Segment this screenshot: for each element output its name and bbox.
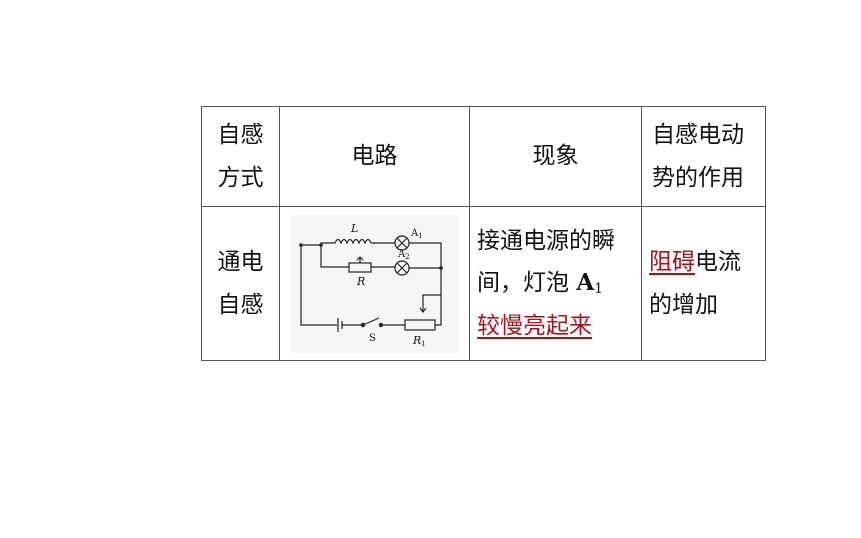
header-phenomenon: 现象 bbox=[469, 106, 642, 207]
label-lamp1-sub: 1 bbox=[418, 232, 422, 240]
label-lamp2-sub: 2 bbox=[405, 253, 409, 261]
role-line2: 的增加 bbox=[649, 291, 718, 318]
phenomenon-lamp-sub: 1 bbox=[594, 281, 604, 298]
label-lamp2: A2 bbox=[397, 249, 410, 261]
role-highlight: 阻碍 bbox=[649, 248, 695, 275]
label-switch: S bbox=[369, 333, 376, 344]
label-rheostat: R1 bbox=[412, 334, 426, 348]
header-method-line2: 方式 bbox=[217, 164, 264, 191]
header-circuit: 电路 bbox=[279, 106, 470, 207]
phenomenon-line2: 间，灯泡 A1 bbox=[470, 262, 641, 305]
label-inductor: L bbox=[350, 222, 358, 235]
row-phenomenon: 接通电源的瞬 间，灯泡 A1 较慢亮起来 bbox=[469, 206, 642, 361]
phenomenon-line1: 接通电源的瞬 bbox=[477, 227, 615, 254]
data-row: 通电 自感 bbox=[201, 206, 766, 361]
header-phenomenon-text: 现象 bbox=[532, 143, 579, 170]
role-line1-rest: 电流 bbox=[695, 248, 741, 275]
header-method: 自感 方式 bbox=[201, 106, 280, 207]
header-role: 自感电动 势的作用 bbox=[641, 106, 766, 207]
self-induction-table: 自感 方式 电路 现象 自感电动 势的作用 通电 自感 bbox=[201, 106, 766, 361]
header-row: 自感 方式 电路 现象 自感电动 势的作用 bbox=[201, 106, 766, 207]
row-method-line2: 自感 bbox=[217, 291, 264, 318]
role-line1: 阻碍电流 bbox=[642, 241, 765, 284]
phenomenon-line2-prefix: 间，灯泡 bbox=[477, 270, 577, 297]
row-circuit: L A1 A2 R S R1 bbox=[279, 206, 470, 361]
row-method: 通电 自感 bbox=[201, 206, 280, 361]
phenomenon-line3: 较慢亮起来 bbox=[470, 305, 641, 348]
header-role-line1: 自感电动 bbox=[652, 121, 744, 148]
label-lamp1-main: A bbox=[410, 228, 419, 239]
label-rheostat-main: R bbox=[412, 334, 421, 347]
label-rheostat-sub: 1 bbox=[421, 340, 425, 348]
row-role: 阻碍电流 的增加 bbox=[641, 206, 766, 361]
header-role-line2: 势的作用 bbox=[652, 164, 744, 191]
label-lamp1: A1 bbox=[410, 228, 423, 240]
header-circuit-text: 电路 bbox=[351, 143, 398, 170]
phenomenon-lamp: A bbox=[576, 269, 595, 297]
label-lamp2-main: A bbox=[397, 249, 406, 260]
header-method-line1: 自感 bbox=[217, 121, 264, 148]
circuit-diagram: L A1 A2 R S R1 bbox=[290, 214, 459, 353]
phenomenon-highlight: 较慢亮起来 bbox=[477, 312, 592, 339]
row-method-line1: 通电 bbox=[217, 248, 264, 275]
label-resistor: R bbox=[356, 275, 365, 288]
